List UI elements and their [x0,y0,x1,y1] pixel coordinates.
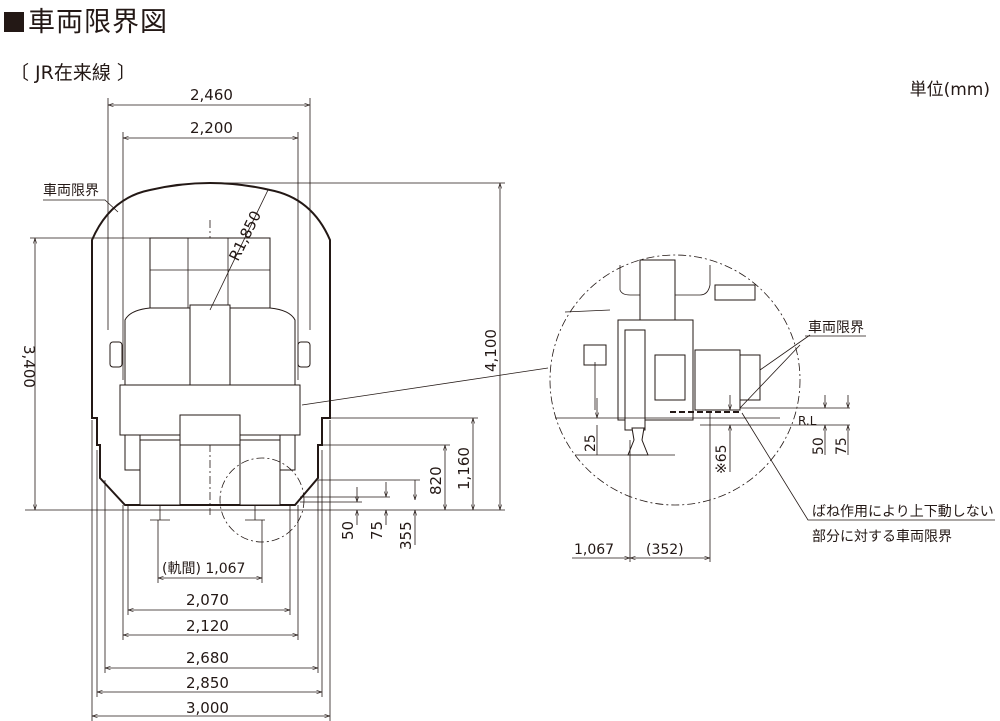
dim-label: 75 [834,437,850,455]
dim-detail-65: ※65 [714,395,730,474]
radius-line [209,189,269,311]
dim-detail-25: 25 [583,398,599,455]
dim-label: 1,067 [574,542,614,558]
dim-label: 2,120 [186,617,229,635]
dim-track-gauge: (軌間) 1,067 [157,520,263,583]
note-line-2: 部分に対する車両限界 [812,528,952,545]
dim-label: 2,460 [190,86,233,104]
dim-width-2460: 2,460 [107,86,311,330]
dim-height-50: 50 [300,487,362,540]
note-line-1: ばね作用により上下動しない [812,504,994,520]
detail-marker-circle [219,457,305,543]
dim-label: 4,100 [482,329,500,372]
gauge-label-leader [43,199,119,213]
dim-label: 820 [427,466,445,495]
dim-label: 1,160 [455,447,473,490]
dim-label: 355 [397,521,415,550]
unit-label: 単位(mm) [909,80,990,100]
dim-detail-1067-352: 1,067 (352) [572,412,711,562]
dim-height-3400: 3,400 [20,237,150,510]
dim-label: ※65 [714,444,730,474]
detail-leader [301,367,549,406]
dim-height-820: 820 [318,444,450,510]
dim-label: 2,200 [190,119,233,137]
rail-level-label: R.L [798,414,817,428]
dim-height-1160: 1,160 [322,417,478,510]
dim-label: 25 [583,434,599,452]
dim-label: 50 [811,437,827,455]
dim-width-2200: 2,200 [122,119,299,380]
dim-label: (軌間) 1,067 [162,561,245,577]
detail-view [555,259,850,456]
dim-height-355: 355 [318,479,420,550]
dim-label: 2,680 [186,649,229,667]
dim-width-2680: 2,680 [104,480,319,673]
dim-width-2850: 2,850 [96,450,323,697]
dim-label: 3,000 [186,699,229,717]
dim-label: 50 [339,521,357,540]
dim-height-4100: 4,100 [210,182,505,510]
dim-label: 2,070 [186,591,229,609]
dim-label: (352) [646,542,684,558]
dim-width-2070: 2,070 [127,505,291,615]
dim-width-2120: 2,120 [122,505,299,640]
dim-height-75: 75 [300,482,390,540]
dim-width-3000: 3,000 [91,420,331,721]
detail-gauge-label: 車両限界 [808,319,864,336]
vehicle-front-view [109,237,311,521]
dim-label: 2,850 [186,674,229,692]
dim-detail-50: 50 [811,395,827,455]
square-bullet-icon [4,12,24,32]
dim-label: 3,400 [20,345,38,388]
rail-icon [627,427,649,456]
page-title: 車両限界図 [4,0,168,39]
dim-detail-75: 75 [834,395,850,455]
title-text: 車両限界図 [28,7,168,38]
detail-circle [549,254,801,506]
gauge-label: 車両限界 [43,182,99,199]
note-leader [741,412,995,521]
subtitle: 〔 JR在来線 〕 [10,62,136,84]
dim-label: 75 [368,521,386,540]
